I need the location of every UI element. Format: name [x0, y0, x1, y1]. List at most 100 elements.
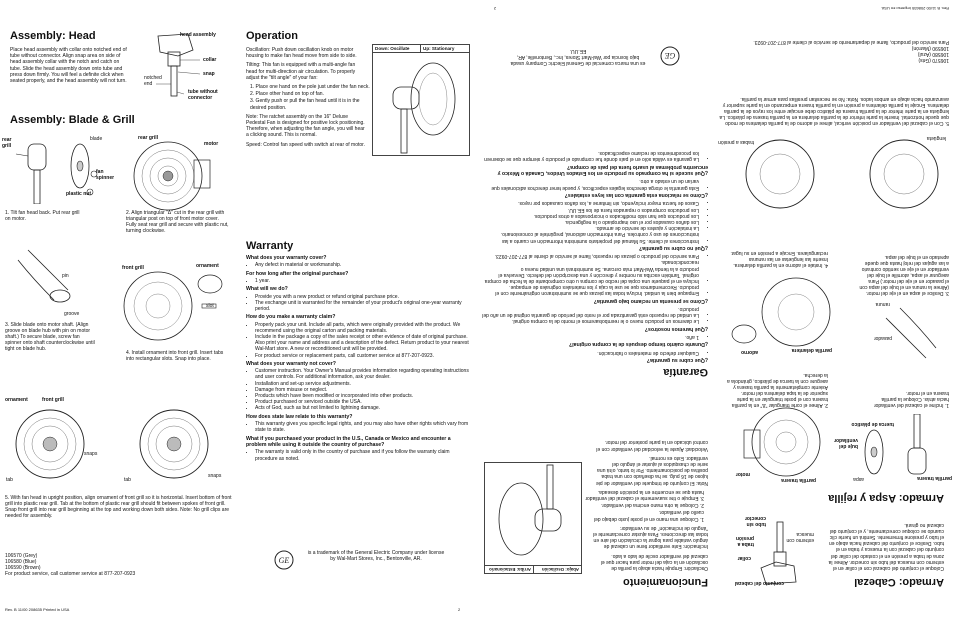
rear-grill-illustration: [133, 141, 211, 211]
spanish-page-rotated: Armado: Cabezal Coloque el conjunto del …: [477, 0, 954, 618]
english-page: Assembly: Head Place head assembly with …: [0, 0, 477, 618]
es-trademark-text: es una marca comercial de General Electr…: [510, 48, 646, 66]
es-operation-step-3: 3. Empuje o tire suavemente el cabezal d…: [585, 488, 704, 501]
svg-text:GE: GE: [665, 51, 676, 60]
es-oscillation-figure: Abajo: Oscilación Arriba: Estacionario: [484, 462, 582, 574]
es-warranty-question: ¿Cómo se relaciona esta garantía con las…: [564, 192, 708, 199]
es-operation-title: Funcionamiento: [623, 576, 708, 588]
es-ge-logo-icon: GE: [660, 46, 680, 66]
label-blade: blade: [90, 136, 103, 142]
es-service-line: Para servicio del producto, llame al dep…: [753, 39, 949, 45]
assembly-column: Assembly: Head Place head assembly with …: [10, 30, 235, 87]
es-warranty-question: ¿Durante cuánto tiempo después de la com…: [569, 341, 708, 348]
label-groove: groove: [64, 311, 80, 317]
warranty-answer-list: 1 year.: [246, 278, 472, 284]
es-warranty-list: ¿Que cubre su garantía?Cualquier defecto…: [482, 150, 708, 363]
es-page-number: 2: [493, 6, 496, 11]
warranty-answer-item: Provide you with a new product or refund…: [255, 294, 472, 300]
es-warranty-question: ¿Qué sucede si ha comprado su producto e…: [497, 163, 708, 177]
model-brown: 106590 (Brown): [5, 565, 41, 571]
es-operation-step-1: 1. Coloque una mano en el poste justo de…: [593, 509, 704, 522]
label-collar: collar: [203, 57, 217, 63]
label-tube: tube without connector: [188, 89, 218, 101]
es-blade-step-4: 4. Instale el adorno en la parrilla dela…: [730, 250, 828, 268]
es-warranty-answer-item: Le daremos un producto nuevo o le reembo…: [482, 318, 699, 324]
grill-assembly-left-illustration: [15, 409, 85, 479]
warranty-answer-item: Installation and set-up service adjustme…: [255, 381, 472, 387]
es-label-tubo: tubo sin conector: [744, 515, 766, 527]
es-model-brown: 106590 (Marrón): [911, 45, 949, 51]
es-warranty-answer-list: Cualquier defecto de materiales o fabric…: [482, 349, 708, 356]
es-warranty-answer-item: Incluya en el paquete una copia del reci…: [482, 259, 699, 284]
es-blade-illustration: [864, 429, 884, 475]
es-motor-shaft-illustration: [885, 307, 937, 359]
label-snaps-2: snaps: [208, 473, 222, 479]
assembly-head-text: Place head assembly with collar onto not…: [10, 47, 127, 85]
svg-text:GE: GE: [279, 556, 290, 565]
ge-logo-icon: GE: [274, 550, 294, 570]
motor-shaft-illustration: [17, 249, 71, 303]
label-notched-end: notched end: [144, 75, 162, 87]
es-grill-assembly-right-illustration: [745, 139, 815, 209]
assembly-head-title: Assembly: Head: [10, 30, 96, 42]
warranty-answer-item: This warranty gives you specific legal r…: [255, 421, 472, 433]
es-operation-step-2: 2. Coloque la otra mano encima del venti…: [600, 502, 704, 509]
es-grill-assembly-left-illustration: [869, 139, 939, 209]
fan-motor-illustration: [15, 143, 47, 204]
es-warranty-answer-item: Para servicio del producto o piezas de r…: [482, 253, 699, 259]
assembly-blade-title: Assembly: Blade & Grill: [10, 114, 135, 126]
es-head-assembly-illustration: [760, 521, 797, 585]
es-model-grey: 106570 (Gris): [918, 57, 949, 63]
es-warranty-answer-list: 1 año.: [482, 334, 708, 340]
label-tab: tab: [6, 477, 13, 483]
label-front-grill-2: front grill: [42, 397, 64, 403]
warranty-question: What if you purchased your product in th…: [246, 435, 451, 448]
operation-oscillation: Oscillation: Push down oscillation knob …: [246, 47, 357, 60]
es-label-trabas: trabas a presión: [718, 139, 754, 145]
es-warranty-answer-list: Empaque bien la unidad. Incluya todas la…: [482, 253, 708, 296]
blade-step-5: 5. With fan head in upright position, al…: [5, 495, 232, 519]
warranty-answer-item: 1 year.: [255, 278, 472, 284]
operation-speed: Speed: Control fan speed with switch at …: [246, 141, 365, 148]
operation-step-3: 3. Gently push or pull the fan head unti…: [250, 98, 360, 111]
warranty-answer-list: Customer instruction. Your Owner's Manua…: [246, 368, 472, 411]
es-blade-step-1: 1. Incline el cabezal del ventilador hac…: [873, 390, 949, 408]
es-warranty-section: Garantía ¿Que cubre su garantía?Cualquie…: [482, 148, 708, 378]
blade-step-2: 2. Align triangular "Δ" cut in the rear …: [126, 210, 229, 234]
blade-step-4: 4. Install ornament into front grill. In…: [126, 350, 224, 362]
warranty-answer-list: The warranty is valid only in the countr…: [246, 449, 472, 461]
es-fan-head-side-icon: [498, 464, 562, 556]
label-ornament-2: ornament: [5, 397, 28, 403]
warranty-answer-item: Damage from misuse or neglect.: [255, 387, 472, 393]
es-label-parrilla-delantera: parrilla delantera: [791, 347, 832, 353]
es-warranty-answer-item: Los productos que han sido modificados o…: [482, 213, 699, 219]
es-label-motor: motor: [735, 471, 750, 477]
es-label-tuerca: tuerca de plástico: [851, 421, 894, 427]
osc-down-label: Down: Oscillate: [373, 45, 421, 53]
es-model-list: 106570 (Gris) 106580 (Azul) 106590 (Marr…: [729, 39, 949, 63]
es-label-pasador: pasador: [873, 335, 892, 341]
es-blade-step-5: 5. Con el cabezal del ventilador en posi…: [719, 96, 949, 126]
oscillation-figure: Down: Oscillate Up: Stationary: [372, 44, 470, 156]
warranty-answer-item: The warranty is valid only in the countr…: [255, 449, 472, 461]
label-fan-spinner: fan spinner: [96, 169, 115, 181]
label-pin: pin: [62, 273, 69, 279]
operation-step-2: 2. Place other hand on top of fan.: [250, 91, 324, 98]
warranty-answer-item: Product purchased or serviced outside th…: [255, 399, 472, 405]
label-rear-grill-2: rear grill: [138, 135, 159, 141]
es-label-conjunto: conjunto del cabezal: [734, 580, 784, 586]
warranty-section: Warranty What does your warranty cover?A…: [246, 240, 472, 464]
warranty-answer-item: Include in the package a copy of the sal…: [255, 334, 472, 353]
es-warranty-answer-list: La garantía es válida sólo en el país do…: [482, 150, 708, 162]
label-front-grill: front grill: [122, 265, 144, 271]
label-slot: slot: [206, 303, 214, 309]
es-osc-up-label: Arriba: Estacionario: [485, 565, 533, 573]
warranty-question: What will we do?: [246, 286, 288, 293]
warranty-title: Warranty: [246, 240, 294, 252]
es-operation-oscillation: Oscilación: Empuje hacia abajo la perill…: [600, 552, 708, 571]
warranty-answer-item: The exchange unit is warranted for the r…: [255, 300, 472, 312]
es-label-collar: collar: [737, 555, 751, 561]
operation-tilting: Tilting: This fan is equipped with a mul…: [246, 62, 356, 81]
model-blue: 106580 (Blue): [5, 559, 37, 565]
es-label-aspa: aspa: [853, 476, 864, 482]
